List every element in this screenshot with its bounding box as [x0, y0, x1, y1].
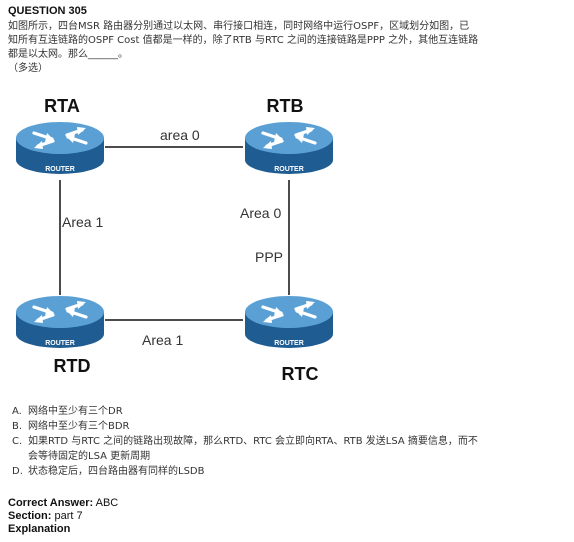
- answer-block: Correct Answer: ABC Section: part 7 Expl…: [8, 497, 118, 536]
- section-label: Section:: [8, 510, 52, 522]
- question-title: QUESTION 305: [8, 5, 87, 17]
- router-rtb: ROUTER: [243, 120, 335, 176]
- correct-answer-label: Correct Answer:: [8, 497, 94, 509]
- answer-options: A. 网络中至少有三个DR B. 网络中至少有三个BDR C. 如果RTD 与R…: [12, 404, 478, 479]
- question-line: 如图所示，四台MSR 路由器分别通过以太网、串行接口相连，同时网络中运行OSPF…: [8, 21, 470, 32]
- option-text: 网络中至少有三个DR: [28, 406, 123, 417]
- correct-answer: Correct Answer: ABC: [8, 497, 118, 510]
- option-d: D. 状态稳定后，四台路由器有同样的LSDB: [12, 464, 478, 479]
- option-text: 网络中至少有三个BDR: [28, 421, 130, 432]
- question-line: （多选）: [8, 63, 48, 74]
- link-label-bottom: Area 1: [142, 332, 183, 348]
- router-badge: ROUTER: [45, 166, 75, 173]
- router-badge: ROUTER: [45, 340, 75, 347]
- router-badge: ROUTER: [274, 166, 304, 173]
- question-line: 都是以太网。那么______。: [8, 49, 128, 60]
- section-value: part 7: [54, 510, 83, 522]
- section: Section: part 7: [8, 510, 118, 523]
- option-letter: D.: [12, 466, 23, 477]
- correct-answer-value: ABC: [95, 497, 119, 509]
- option-a: A. 网络中至少有三个DR: [12, 404, 478, 419]
- option-letter: B.: [12, 421, 23, 432]
- router-badge: ROUTER: [274, 340, 304, 347]
- router-rtc: ROUTER: [243, 294, 335, 350]
- option-text: 如果RTD 与RTC 之间的链路出现故障，那么RTD、RTC 会立即向RTA、R…: [28, 436, 478, 447]
- router-name-rtc: RTC: [282, 364, 319, 384]
- option-c: C. 如果RTD 与RTC 之间的链路出现故障，那么RTD、RTC 会立即向RT…: [12, 434, 478, 449]
- option-letter: C.: [12, 436, 23, 447]
- option-letter: A.: [12, 406, 22, 417]
- link-label-left: Area 1: [62, 214, 103, 230]
- option-b: B. 网络中至少有三个BDR: [12, 419, 478, 434]
- link-label-top: area 0: [160, 127, 200, 143]
- router-name-rtb: RTB: [267, 96, 304, 116]
- router-name-rta: RTA: [44, 96, 80, 116]
- router-name-rtd: RTD: [54, 356, 91, 376]
- router-rtd: ROUTER: [14, 294, 106, 350]
- question-line: 知所有互连链路的OSPF Cost 值都是一样的，除了RTB 与RTC 之间的连…: [8, 35, 479, 46]
- option-text: 状态稳定后，四台路由器有同样的LSDB: [28, 466, 205, 477]
- link-label-right-type: PPP: [255, 249, 283, 265]
- link-label-right-area: Area 0: [240, 205, 281, 221]
- network-diagram: area 0 Area 1 Area 0 PPP Area 1 ROUTER R…: [14, 96, 335, 384]
- router-rta: ROUTER: [14, 120, 106, 176]
- question-text: 如图所示，四台MSR 路由器分别通过以太网、串行接口相连，同时网络中运行OSPF…: [8, 20, 564, 76]
- explanation-heading: Explanation: [8, 523, 71, 535]
- option-c-continued: 会等待固定的LSA 更新周期: [28, 451, 151, 462]
